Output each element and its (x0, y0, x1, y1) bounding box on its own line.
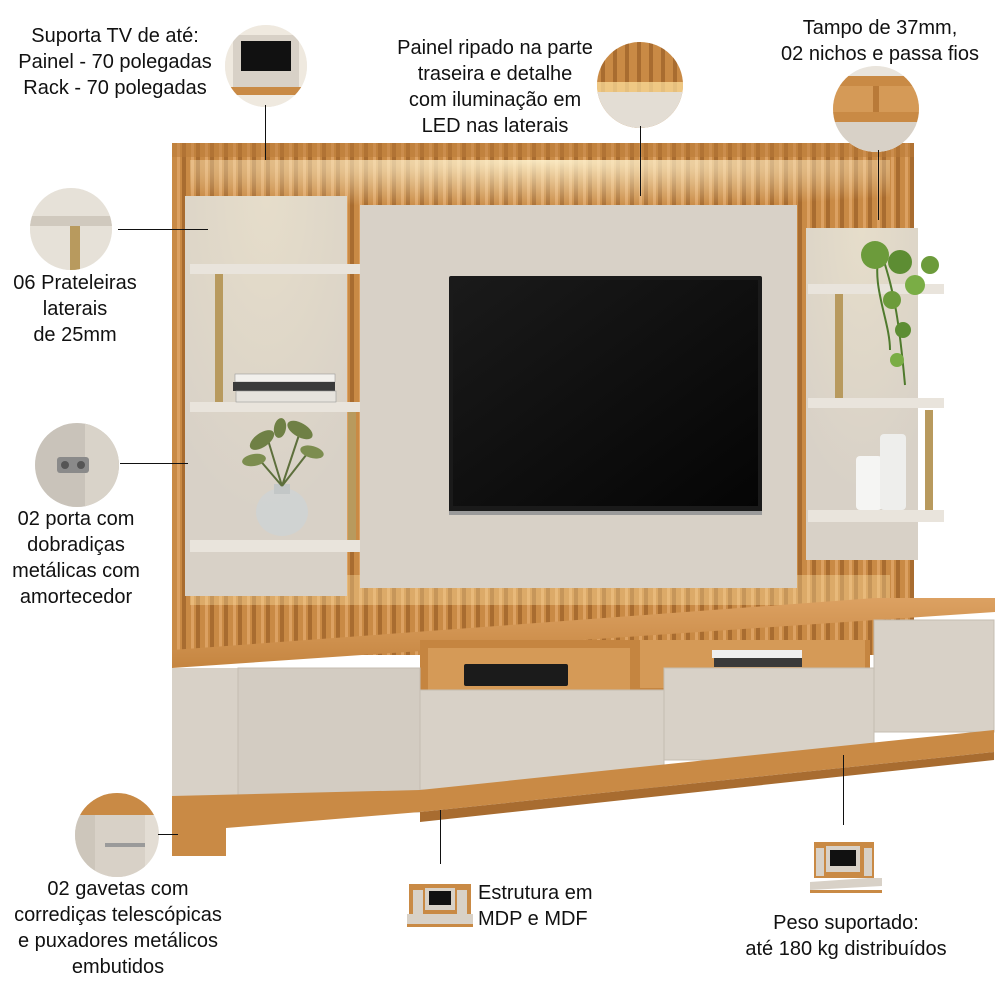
leader-tv-support (265, 105, 266, 160)
callout-weight: Peso suportado: até 180 kg distribuídos (745, 912, 947, 960)
top-niches-thumbnail (833, 66, 919, 152)
left-side-panel (185, 196, 360, 596)
callout-doors: 02 porta com dobradiças metálicas com am… (12, 508, 140, 608)
right-side-panel (806, 228, 944, 560)
leader-doors (120, 463, 188, 464)
tv-support-thumbnail (225, 25, 307, 107)
callout-drawers: 02 gavetas com corrediças telescópicas e… (14, 878, 222, 978)
leader-weight (843, 755, 844, 825)
callout-tv-support: Suporta TV de até: Painel - 70 polegadas… (18, 25, 212, 99)
structure-product-thumbnail (405, 880, 475, 928)
callout-shelves: 06 Prateleiras laterais de 25mm (13, 272, 137, 346)
leader-shelves (118, 229, 208, 230)
door-hinges-thumbnail (35, 423, 119, 507)
callout-top: Tampo de 37mm, 02 nichos e passa fios (781, 17, 979, 65)
callout-slatted-panel: Painel ripado na parte traseira e detalh… (397, 37, 593, 137)
leader-structure (440, 810, 441, 864)
leader-top (878, 150, 879, 220)
leader-drawers (158, 834, 178, 835)
weight-product-thumbnail (808, 838, 884, 894)
television (449, 276, 762, 515)
callout-structure: Estrutura em MDP e MDF (478, 882, 593, 930)
drawers-thumbnail (75, 793, 159, 877)
shelves-thumbnail (30, 188, 112, 270)
leader-slatted-panel (640, 126, 641, 196)
tv-rack (172, 598, 995, 856)
